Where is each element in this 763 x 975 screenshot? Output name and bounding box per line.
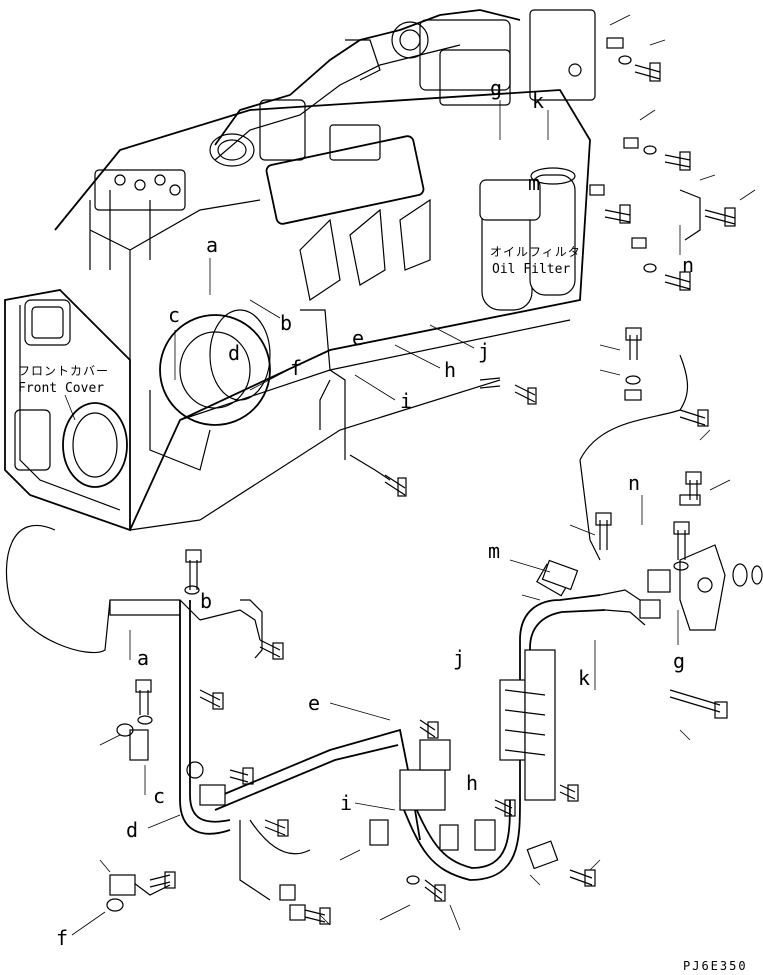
callout-j-top: j: [478, 339, 490, 363]
callout-m-low: m: [488, 539, 500, 563]
callout-n-low: n: [628, 471, 640, 495]
callout-a-top: a: [206, 233, 218, 257]
lower-fasteners: [106, 327, 728, 925]
oil-filter-en-text: Oil Filter: [492, 262, 570, 277]
callout-k-low: k: [578, 666, 590, 690]
upper-fasteners: [349, 37, 736, 497]
leader-lines: [99, 14, 756, 931]
callout-b-top: b: [280, 311, 292, 335]
callout-f-top: f: [290, 356, 302, 380]
front-cover-jp-text: フロントカバー: [18, 364, 109, 378]
oil-filter-jp-text: オイルフィルタ: [490, 245, 581, 259]
drawing-code: PJ6E350: [683, 959, 748, 973]
callout-d-top: d: [228, 341, 240, 365]
callout-n-top: n: [682, 253, 694, 277]
callout-i-low: i: [340, 791, 352, 815]
callout-b-low: b: [200, 589, 212, 613]
callout-c-top: c: [168, 303, 180, 327]
front-cover-label: フロントカバー Front Cover: [18, 364, 109, 421]
callout-h-low: h: [466, 771, 478, 795]
callout-g-top: g: [490, 76, 502, 100]
callout-j-low: j: [453, 646, 465, 670]
callout-k-top: k: [532, 89, 544, 113]
callout-h-top: h: [444, 358, 456, 382]
lower-callouts: a b c d e f g h i j k m n: [56, 471, 685, 950]
callout-c-low: c: [153, 784, 165, 808]
callout-f-low: f: [56, 926, 68, 950]
wiring-harness: [5, 354, 763, 921]
oil-filter-label: オイルフィルタ Oil Filter: [490, 245, 581, 277]
callout-e-top: e: [352, 326, 364, 350]
engine-block: [4, 9, 596, 532]
front-cover-en-text: Front Cover: [18, 381, 104, 396]
upper-callouts: a b c d e f g h i j k m n: [168, 76, 694, 413]
callout-i-top: i: [400, 389, 412, 413]
callout-a-low: a: [137, 646, 149, 670]
callout-m-top: m: [528, 171, 540, 195]
callout-d-low: d: [126, 818, 138, 842]
callout-g-low: g: [673, 649, 685, 673]
callout-e-low: e: [308, 691, 320, 715]
